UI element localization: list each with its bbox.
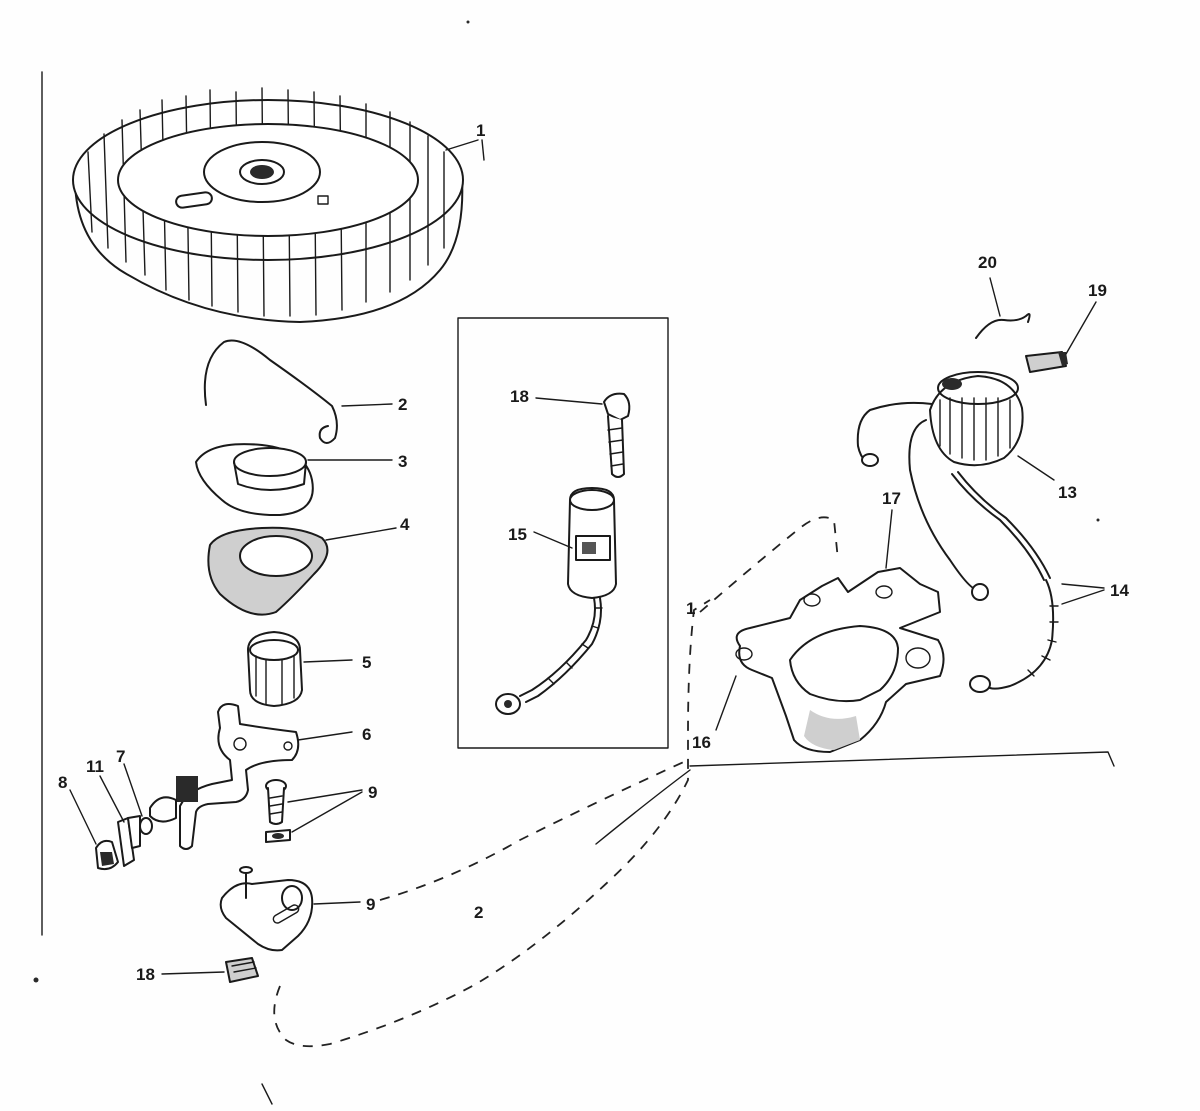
breaker-arm (149, 703, 300, 850)
label-18-inset: 18 (510, 387, 529, 406)
dashed-path-a (273, 599, 711, 1048)
bracket-line-2 (595, 769, 691, 845)
contact-plate (219, 866, 314, 952)
condenser (495, 487, 617, 715)
leader-8 (313, 901, 361, 905)
leader-18-inset (535, 397, 603, 405)
spring-wire (203, 339, 338, 444)
label-2: 2 (398, 395, 407, 414)
flywheel (72, 87, 464, 323)
leader-5 (303, 659, 353, 663)
key-piece (1025, 351, 1068, 373)
leader-16 (715, 675, 737, 731)
leader-19 (1065, 301, 1097, 355)
label-bracket-1: 1 (686, 599, 695, 618)
label-9: 8 (58, 773, 67, 792)
label-5: 5 (362, 653, 371, 672)
label-18-lower: 18 (136, 965, 155, 984)
leader-7 (123, 763, 143, 817)
leader-6 (297, 731, 353, 741)
leader-14 (1061, 583, 1105, 605)
label-8: 9 (366, 895, 375, 914)
ignition-coil (856, 371, 1059, 693)
label-4: 4 (400, 515, 410, 534)
label-17: 17 (882, 489, 901, 508)
armature-bracket (735, 567, 945, 753)
label-11: 11 (86, 757, 104, 776)
label-7: 7 (116, 747, 125, 766)
stray-dot-2 (1096, 518, 1100, 522)
label-3: 3 (398, 452, 407, 471)
felt-pad (207, 526, 329, 616)
leader-20 (989, 277, 1001, 317)
leader-1 (445, 139, 479, 151)
label-13: 13 (1058, 483, 1077, 502)
spring-clip-assembly (95, 815, 153, 871)
leader-18-lower (161, 971, 225, 975)
leader-2 (341, 403, 393, 407)
cam-bushing (247, 631, 303, 707)
leader-9b (287, 789, 363, 833)
label-9b: 9 (368, 783, 377, 802)
inset-box (457, 317, 669, 749)
dot-mark (33, 977, 39, 983)
label-15: 15 (508, 525, 527, 544)
label-16: 16 (692, 733, 711, 752)
label-20: 20 (978, 253, 997, 272)
screw-washer (265, 779, 291, 843)
small-block (225, 957, 259, 983)
dashed-path-c (379, 759, 689, 901)
label-dash-2: 2 (474, 903, 483, 922)
stray-dot (466, 20, 470, 24)
leader-15 (533, 531, 573, 549)
leader-9 (69, 789, 97, 845)
leader-17 (885, 509, 893, 569)
label-19: 19 (1088, 281, 1107, 300)
retainer-washer (195, 443, 314, 517)
label-14: 14 (1110, 581, 1129, 600)
stray-mark (261, 1083, 273, 1105)
label-1: 1 (476, 121, 485, 140)
bracket-line (689, 751, 1115, 767)
label-6: 6 (362, 725, 371, 744)
leader-11 (99, 775, 125, 823)
leader-4 (325, 527, 397, 541)
wire-clip (975, 313, 1031, 339)
inset-screw (603, 392, 631, 478)
dashed-path-b (699, 516, 839, 613)
leader-13 (1017, 455, 1055, 481)
